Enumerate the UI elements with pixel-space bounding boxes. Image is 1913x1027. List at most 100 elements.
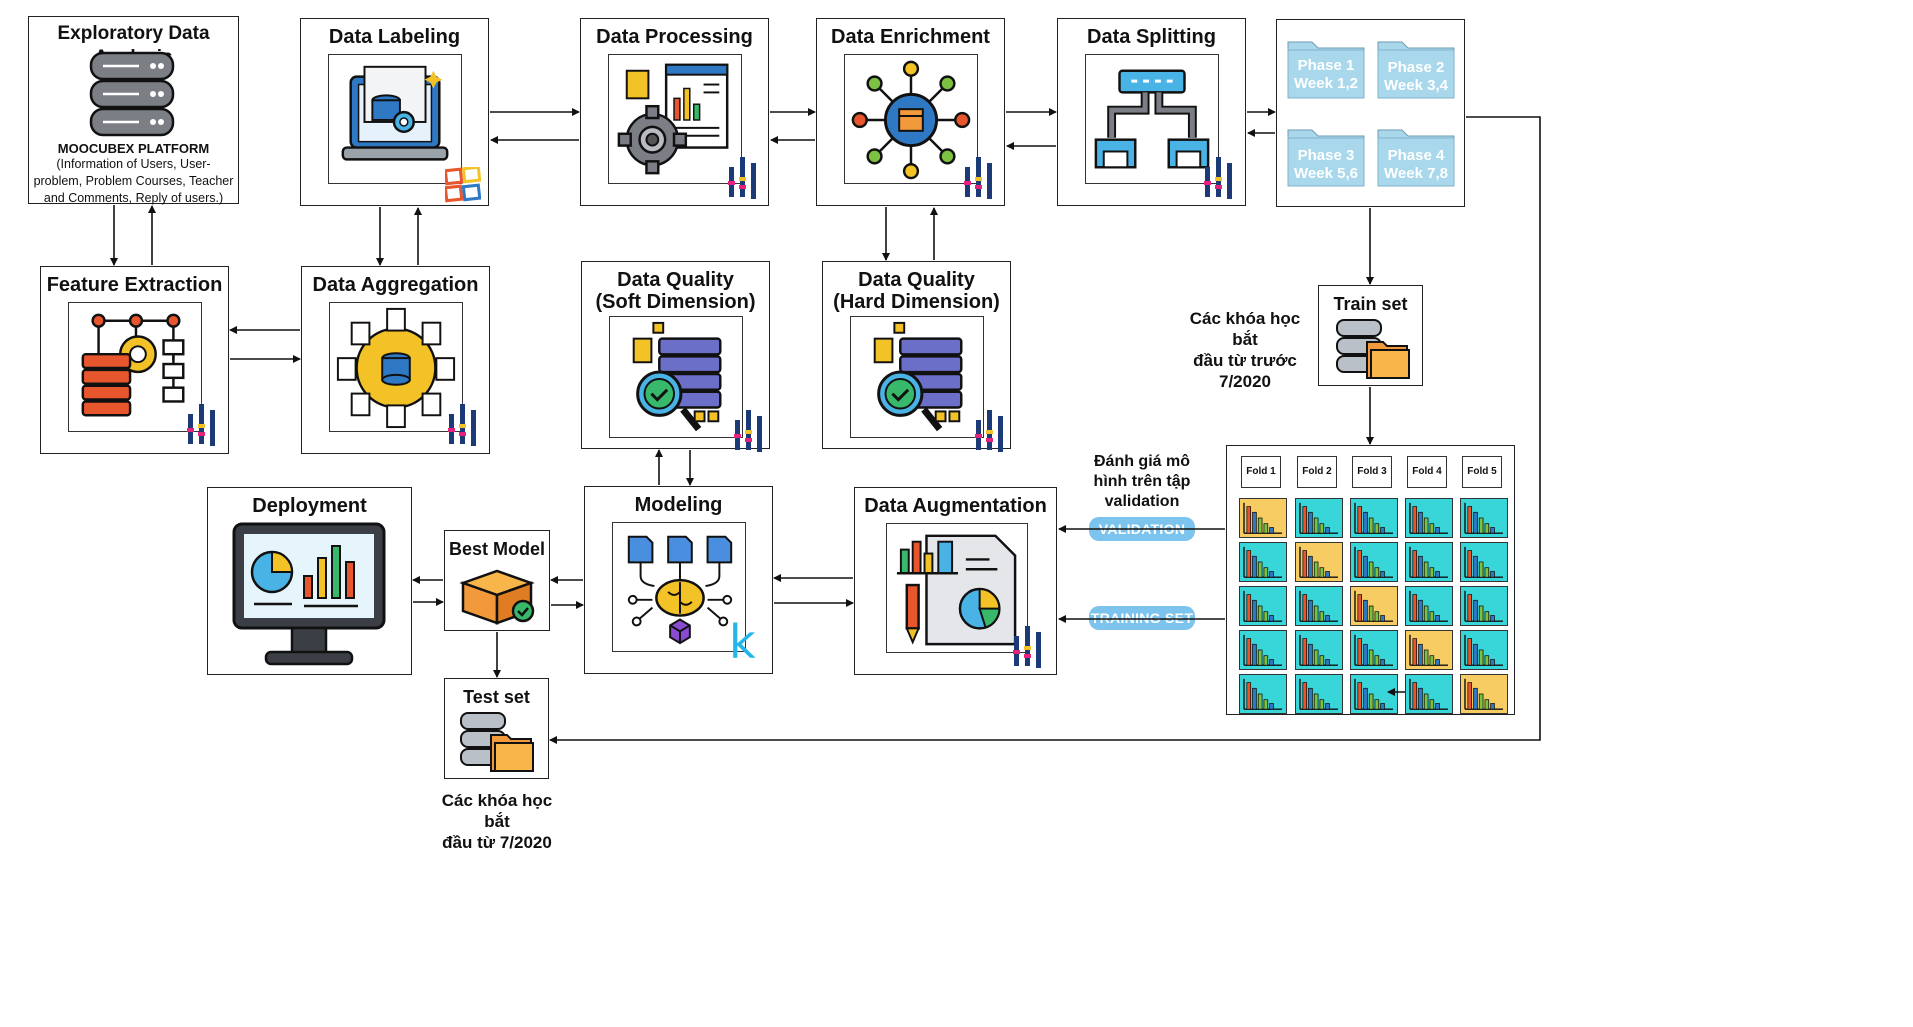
laptop-database-icon — [328, 54, 462, 184]
fold-header: Fold 3 — [1352, 456, 1392, 488]
phase-3-folder: Phase 3 Week 5,6 — [1286, 122, 1366, 188]
quality-check-icon-hard — [850, 316, 984, 438]
package-check-icon — [457, 563, 537, 627]
fold-header: Fold 4 — [1407, 456, 1447, 488]
validation-set-pill: VALIDATION SET — [1089, 517, 1195, 561]
validation-eval-note-line-3: validation — [1104, 493, 1180, 510]
data-enrichment-title: Data Enrichment — [831, 26, 990, 48]
test-courses-note-line-2: đầu từ 7/2020 — [442, 833, 552, 852]
augmentation-report-icon — [886, 523, 1028, 653]
training-fold-cell — [1460, 630, 1508, 670]
train-set-title: Train set — [1333, 294, 1408, 314]
data-augmentation-title: Data Augmentation — [864, 495, 1047, 517]
training-fold-cell — [1350, 498, 1398, 538]
feature-extraction-title: Feature Extraction — [46, 274, 223, 296]
training-fold-cell — [1460, 498, 1508, 538]
phase-3-label: Phase 3 — [1297, 147, 1355, 164]
test-courses-note: Các khóa học bắt đầu từ 7/2020 — [430, 790, 564, 853]
enrichment-logo-icon — [963, 155, 995, 201]
best-model-box: Best Model — [444, 530, 550, 631]
fold-header: Fold 1 — [1241, 456, 1281, 488]
aggregation-icon — [329, 302, 463, 432]
phase-3-weeks: Week 5,6 — [1294, 165, 1358, 182]
training-fold-cell — [1295, 674, 1343, 714]
phase-4-label: Phase 4 — [1387, 147, 1445, 164]
train-courses-note-line-1: Các khóa học bắt — [1189, 309, 1301, 349]
processing-logo-icon — [727, 155, 759, 201]
platform-name: MOOCUBEX PLATFORM — [57, 141, 210, 156]
training-fold-cell — [1405, 586, 1453, 626]
training-fold-cell — [1239, 630, 1287, 670]
quality-soft-logo-icon — [733, 408, 765, 454]
training-fold-cell — [1239, 674, 1287, 714]
eda-box: Exploratory Data Analysis MOOCUBEX PLATF… — [28, 16, 239, 205]
training-fold-cell — [1405, 542, 1453, 582]
split-diagram-icon — [1085, 54, 1219, 184]
training-fold-cell — [1295, 498, 1343, 538]
validation-eval-note: Đánh giá mô hình trên tập validation — [1082, 452, 1202, 512]
fold-header: Fold 5 — [1462, 456, 1502, 488]
network-hub-icon — [844, 54, 978, 184]
phase-1-label: Phase 1 — [1297, 57, 1355, 74]
validation-fold-cell — [1460, 674, 1508, 714]
training-set-pill: TRAINING SET — [1089, 606, 1195, 630]
data-quality-hard-title-1: Data Quality — [858, 269, 975, 291]
training-fold-cell — [1405, 498, 1453, 538]
feature-extraction-box: Feature Extraction — [40, 266, 229, 454]
augmentation-logo-icon — [1012, 624, 1044, 670]
validation-fold-cell — [1239, 498, 1287, 538]
feature-logo-icon — [186, 402, 218, 448]
test-set-database-folder-icon — [459, 709, 535, 773]
training-fold-cell — [1239, 542, 1287, 582]
data-quality-soft-title-1: Data Quality — [617, 269, 734, 291]
quality-check-icon-soft — [609, 316, 743, 438]
validation-fold-cell — [1295, 542, 1343, 582]
phase-4-weeks: Week 7,8 — [1384, 165, 1448, 182]
training-fold-cell — [1350, 630, 1398, 670]
deployment-box: Deployment — [207, 487, 412, 675]
best-model-title: Best Model — [448, 539, 545, 559]
data-quality-hard-title-2: (Hard Dimension) — [833, 291, 1000, 313]
ai-brain-icon — [612, 522, 746, 652]
monitor-dashboard-icon — [230, 522, 388, 668]
data-aggregation-title: Data Aggregation — [312, 274, 479, 296]
deployment-title: Deployment — [252, 495, 367, 517]
training-fold-cell — [1295, 630, 1343, 670]
quality-hard-logo-icon — [974, 408, 1006, 454]
training-fold-cell — [1239, 586, 1287, 626]
database-icon — [87, 47, 177, 139]
test-courses-note-line-1: Các khóa học bắt — [441, 791, 553, 831]
splitting-logo-icon — [1203, 155, 1235, 201]
modeling-box: Modeling k — [584, 486, 773, 674]
feature-extraction-icon — [68, 302, 202, 432]
data-labeling-box: Data Labeling — [300, 18, 489, 206]
windows-logo-icon — [443, 165, 482, 203]
validation-eval-note-line-2: hình trên tập — [1093, 473, 1191, 490]
train-set-database-folder-icon — [1335, 316, 1411, 380]
data-processing-title: Data Processing — [596, 26, 753, 48]
phase-4-folder: Phase 4 Week 7,8 — [1376, 122, 1456, 188]
training-fold-cell — [1295, 586, 1343, 626]
data-labeling-title: Data Labeling — [328, 26, 461, 48]
data-splitting-title: Data Splitting — [1087, 26, 1216, 48]
test-set-box: Test set — [444, 678, 549, 779]
training-fold-cell — [1460, 586, 1508, 626]
gear-report-icon — [608, 54, 742, 184]
data-aggregation-box: Data Aggregation — [301, 266, 490, 454]
validation-eval-note-line-1: Đánh giá mô — [1093, 453, 1190, 470]
training-fold-cell — [1350, 674, 1398, 714]
train-courses-note: Các khóa học bắt đầu từ trước 7/2020 — [1178, 308, 1312, 392]
phase-2-folder: Phase 2 Week 3,4 — [1376, 34, 1456, 100]
phase-1-folder: Phase 1 Week 1,2 — [1286, 34, 1366, 100]
data-quality-soft-title-2: (Soft Dimension) — [595, 291, 756, 313]
train-courses-note-line-2: đầu từ trước — [1193, 351, 1297, 370]
training-fold-cell — [1405, 674, 1453, 714]
phase-1-weeks: Week 1,2 — [1294, 75, 1358, 92]
aggregation-logo-icon — [447, 402, 479, 448]
train-set-box: Train set — [1318, 285, 1423, 386]
test-set-title: Test set — [463, 687, 530, 707]
training-fold-cell — [1460, 542, 1508, 582]
phase-2-label: Phase 2 — [1387, 59, 1445, 76]
train-courses-note-line-3: 7/2020 — [1219, 372, 1271, 391]
